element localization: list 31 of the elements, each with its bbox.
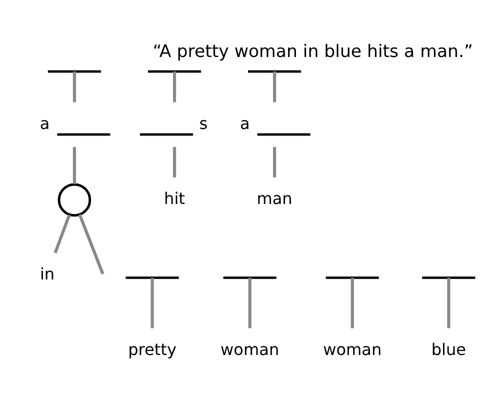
node-bar — [325, 276, 378, 279]
node-text: pretty — [128, 340, 176, 359]
connector — [172, 146, 176, 178]
connector — [78, 214, 104, 274]
node-text: blue — [430, 340, 466, 359]
connector — [72, 72, 76, 102]
node-text: woman — [322, 340, 382, 359]
node-bar — [147, 70, 201, 73]
node-text: a — [39, 114, 50, 133]
node-bar — [422, 276, 475, 279]
node-text: a — [239, 114, 250, 133]
connector — [350, 278, 354, 328]
node-bar — [125, 276, 178, 279]
node-bar — [47, 70, 101, 73]
node-text: hit — [164, 189, 184, 208]
diagram-title: “A pretty woman in blue hits a man.” — [152, 42, 472, 62]
connector — [72, 146, 76, 184]
connector — [150, 278, 154, 328]
node-text: s — [198, 114, 208, 133]
node-circle — [57, 183, 91, 217]
connector — [446, 278, 450, 328]
connector — [272, 146, 276, 178]
connector — [172, 72, 176, 102]
node-bar — [248, 70, 301, 73]
node-text: in — [39, 264, 54, 284]
node-text: woman — [220, 340, 279, 359]
connector — [53, 214, 70, 254]
node-text: man — [256, 189, 292, 208]
node-bar — [222, 276, 276, 279]
connector — [272, 72, 276, 102]
connector — [248, 278, 251, 328]
